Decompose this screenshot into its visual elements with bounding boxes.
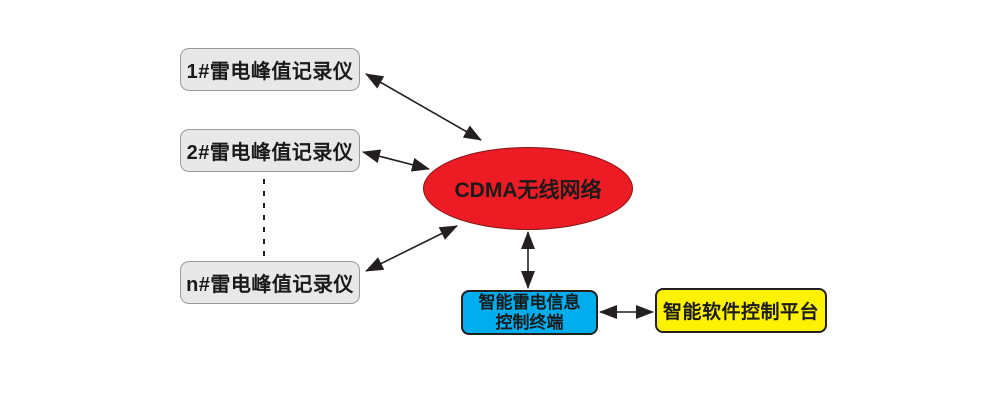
node-cdma-network-label: CDMA无线网络 [454,178,602,202]
node-software-platform-label: 智能软件控制平台 [662,302,819,323]
node-recorder-1-label: 1#雷电峰值记录仪 [186,61,354,83]
arrow-recorder1-network [365,73,482,141]
arrow-recorderN-network [365,225,458,272]
node-recorder-n: n#雷电峰值记录仪 [180,261,360,304]
node-recorder-n-label: n#雷电峰值记录仪 [186,274,354,296]
node-control-terminal-label-line2: 控制终端 [495,312,564,332]
node-control-terminal-label-line1: 智能雷电信息 [478,292,581,312]
node-software-platform: 智能软件控制平台 [655,288,827,333]
node-recorder-2: 2#雷电峰值记录仪 [180,129,360,172]
node-cdma-network: CDMA无线网络 [423,147,633,230]
arrow-recorder2-network [362,149,430,172]
node-recorder-1: 1#雷电峰值记录仪 [180,48,360,91]
node-control-terminal: 智能雷电信息 控制终端 [461,290,598,335]
node-recorder-2-label: 2#雷电峰值记录仪 [186,142,354,164]
